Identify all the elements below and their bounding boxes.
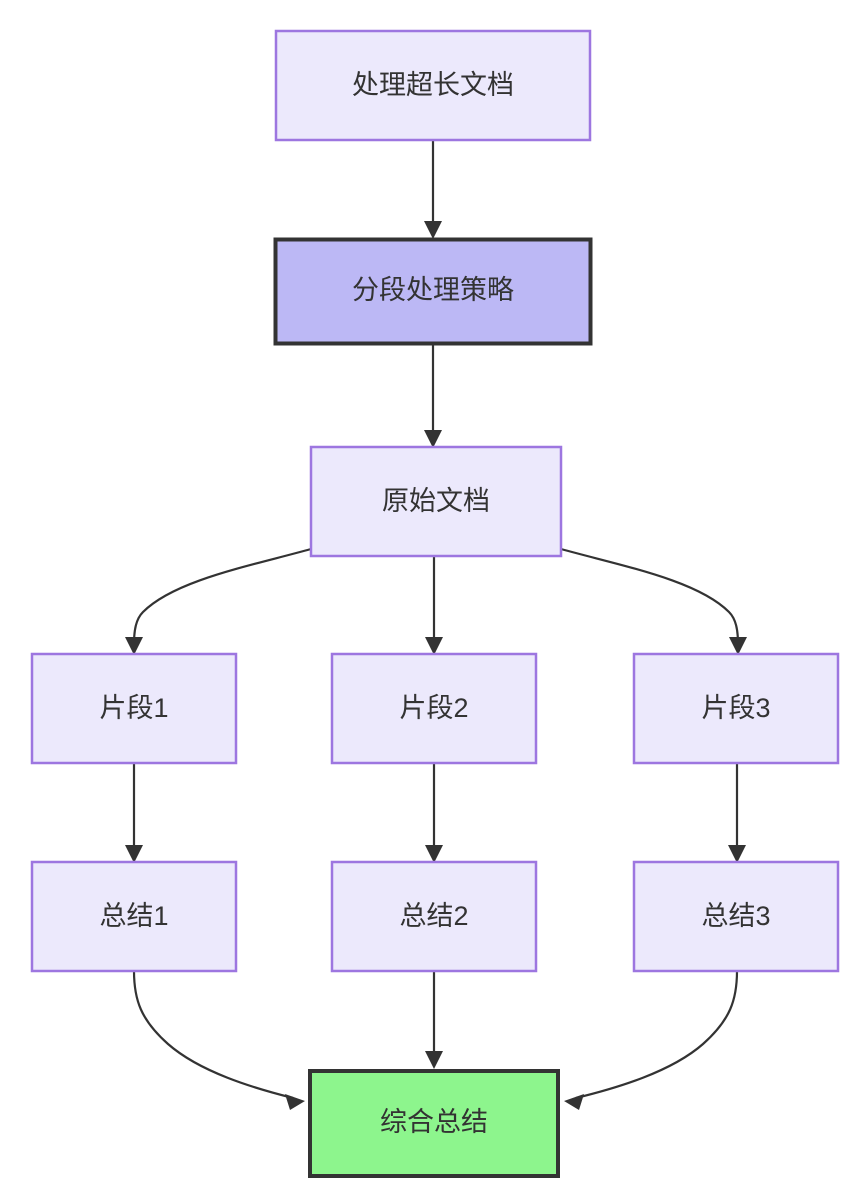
node-label-final-summary: 综合总结 [380, 1107, 488, 1137]
node-label-fragment-2: 片段2 [399, 693, 468, 723]
node-summary-3[interactable]: 总结3 [632, 860, 840, 973]
edge-strategy-to-source [424, 345, 442, 448]
edge-fragment2-to-summary2 [425, 763, 443, 863]
node-label-chunking-strategy: 分段处理策略 [352, 275, 514, 305]
edge-fragment3-to-summary3 [728, 763, 746, 863]
edge-process-to-strategy [424, 140, 442, 239]
edge-source-to-fragment3 [560, 547, 747, 655]
edge-fragment1-to-summary1 [125, 763, 143, 863]
node-summary-1[interactable]: 总结1 [30, 860, 238, 973]
node-source-document[interactable]: 原始文档 [309, 445, 563, 558]
node-final-summary[interactable]: 综合总结 [308, 1069, 560, 1178]
node-rect-summary-1 [30, 860, 238, 973]
node-rect-summary-2 [330, 860, 538, 973]
node-rect-final-summary [308, 1069, 560, 1178]
edge-source-to-fragment1 [125, 547, 312, 655]
node-chunking-strategy[interactable]: 分段处理策略 [273, 237, 593, 346]
node-summary-2[interactable]: 总结2 [330, 860, 538, 973]
node-label-fragment-3: 片段3 [701, 693, 770, 723]
node-label-summary-1: 总结1 [99, 901, 168, 931]
edge-summary1-to-final [132, 970, 305, 1110]
node-rect-source-document [309, 445, 563, 558]
edge-source-to-fragment2 [425, 556, 443, 655]
node-fragment-1[interactable]: 片段1 [30, 652, 238, 765]
node-rect-fragment-3 [632, 652, 840, 765]
node-fragment-3[interactable]: 片段3 [632, 652, 840, 765]
node-rect-fragment-2 [330, 652, 538, 765]
node-rect-chunking-strategy [273, 237, 593, 346]
node-label-source-document: 原始文档 [382, 486, 490, 516]
node-rect-fragment-1 [30, 652, 238, 765]
edge-layer [125, 140, 747, 1110]
node-rect-summary-3 [632, 860, 840, 973]
node-rect-process-long-document [274, 29, 592, 142]
edge-summary2-to-final [425, 971, 443, 1069]
node-label-summary-2: 总结2 [399, 901, 468, 931]
node-label-process-long-document: 处理超长文档 [352, 70, 514, 100]
node-process-long-document[interactable]: 处理超长文档 [274, 29, 592, 142]
node-fragment-2[interactable]: 片段2 [330, 652, 538, 765]
edge-summary3-to-final [564, 970, 739, 1110]
node-layer: 处理超长文档 分段处理策略 原始文档 片段1 片段2 [30, 29, 840, 1178]
node-label-fragment-1: 片段1 [99, 693, 168, 723]
node-label-summary-3: 总结3 [701, 901, 770, 931]
